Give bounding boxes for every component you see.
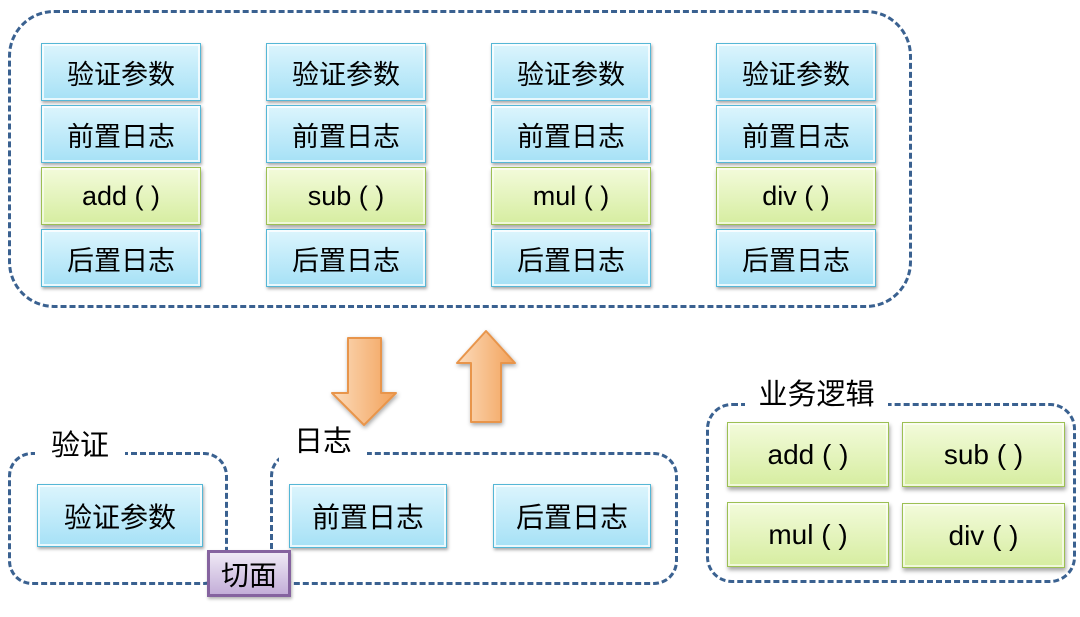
proxy-step-post-log: 后置日志 <box>41 229 201 287</box>
proxy-stack-mul: 验证参数 前置日志 mul ( ) 后置日志 <box>491 43 651 291</box>
proxy-step-validate-params: 验证参数 <box>266 43 426 101</box>
proxy-step-method-mul: mul ( ) <box>491 167 651 225</box>
proxy-step-pre-log: 前置日志 <box>41 105 201 163</box>
post-log-box: 后置日志 <box>493 484 651 548</box>
proxy-stack-add: 验证参数 前置日志 add ( ) 后置日志 <box>41 43 201 291</box>
proxy-step-post-log: 后置日志 <box>266 229 426 287</box>
up-block-arrow-icon <box>456 330 516 423</box>
validation-group-label: 验证 <box>35 420 125 466</box>
method-sub-box: sub ( ) <box>902 422 1065 487</box>
proxy-step-validate-params: 验证参数 <box>41 43 201 101</box>
proxy-step-pre-log: 前置日志 <box>491 105 651 163</box>
proxy-step-method-div: div ( ) <box>716 167 876 225</box>
method-mul-box: mul ( ) <box>727 502 889 567</box>
proxy-stack-div: 验证参数 前置日志 div ( ) 后置日志 <box>716 43 876 291</box>
proxy-step-post-log: 后置日志 <box>716 229 876 287</box>
pre-log-box: 前置日志 <box>289 484 447 548</box>
logging-group-label: 日志 <box>279 415 367 462</box>
business-logic-group-label: 业务逻辑 <box>745 368 888 415</box>
proxy-step-validate-params: 验证参数 <box>716 43 876 101</box>
business-logic-group-container <box>706 403 1076 583</box>
proxy-step-method-add: add ( ) <box>41 167 201 225</box>
logging-group-container <box>270 452 678 585</box>
validation-params-box: 验证参数 <box>37 484 203 547</box>
proxy-step-pre-log: 前置日志 <box>716 105 876 163</box>
proxy-step-validate-params: 验证参数 <box>491 43 651 101</box>
down-block-arrow-icon <box>331 337 397 426</box>
method-div-box: div ( ) <box>902 503 1065 568</box>
proxy-step-pre-log: 前置日志 <box>266 105 426 163</box>
proxy-step-method-sub: sub ( ) <box>266 167 426 225</box>
method-add-box: add ( ) <box>727 422 889 487</box>
proxy-group-container: 验证参数 前置日志 add ( ) 后置日志 验证参数 前置日志 sub ( )… <box>8 10 912 308</box>
proxy-step-post-log: 后置日志 <box>491 229 651 287</box>
aspect-badge: 切面 <box>207 550 291 597</box>
proxy-stack-sub: 验证参数 前置日志 sub ( ) 后置日志 <box>266 43 426 291</box>
